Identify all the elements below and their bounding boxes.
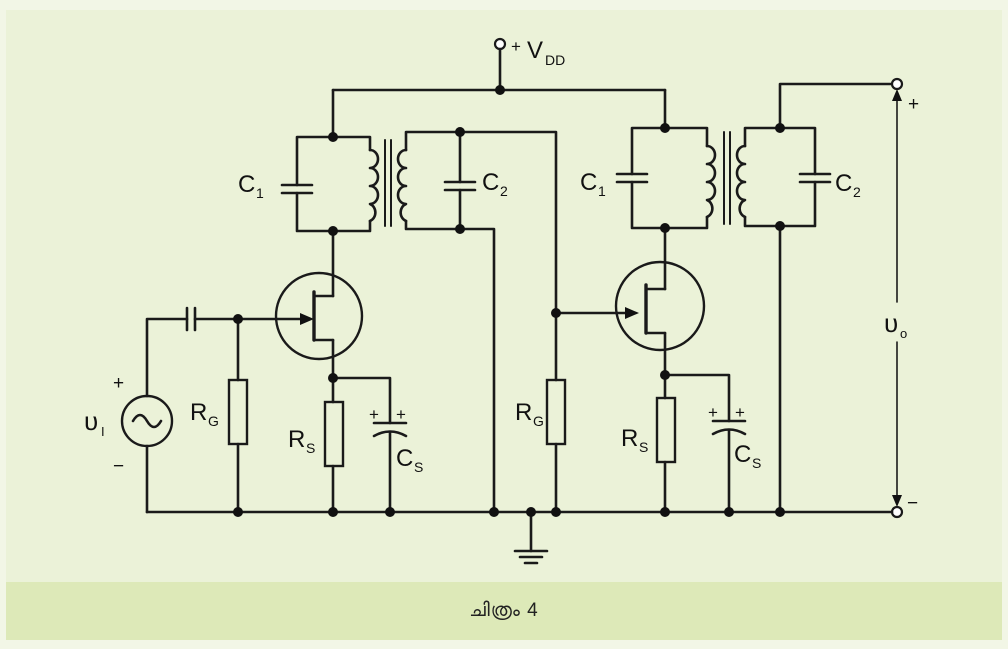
stage2-primary-tank: C 1 <box>580 126 717 230</box>
ground-bus <box>145 510 894 565</box>
c1-label-stage2: C <box>580 169 597 196</box>
stage1-transformer-core <box>384 139 392 227</box>
stage2-gate-input <box>554 307 639 319</box>
svg-text:+: + <box>113 373 124 394</box>
svg-text:1: 1 <box>598 183 606 199</box>
svg-text:−: − <box>907 493 918 514</box>
vdd-label: V <box>527 37 543 64</box>
stage1-jfet <box>236 229 364 380</box>
supply-rail <box>331 88 667 139</box>
svg-text:C: C <box>396 445 413 472</box>
figure-caption: ചിത്രം 4 <box>469 600 539 621</box>
svg-text:S: S <box>306 440 315 456</box>
stage1-gate-resistor: R G <box>190 317 249 514</box>
svg-text:2: 2 <box>500 183 508 199</box>
vdd-subscript: DD <box>545 52 565 68</box>
svg-text:1: 1 <box>256 185 264 201</box>
svg-text:R: R <box>621 425 638 452</box>
svg-text:S: S <box>414 459 423 475</box>
svg-text:R: R <box>515 399 532 426</box>
junction-dots <box>233 85 785 517</box>
c2-label-stage1: C <box>482 169 499 196</box>
svg-text:+: + <box>369 405 379 424</box>
stage2-source-resistor: R S <box>621 373 677 514</box>
output-terminals: + − υ o <box>884 77 919 519</box>
c1-label-stage1: C <box>238 171 255 198</box>
svg-text:S: S <box>639 439 648 455</box>
stage2-jfet <box>614 226 706 377</box>
svg-text:+: + <box>708 403 718 422</box>
stage2-secondary-tank: C 2 <box>735 82 895 514</box>
two-stage-amplifier-circuit: + V DD C 1 <box>84 37 919 565</box>
stage2-transformer-core <box>723 131 731 225</box>
svg-text:R: R <box>190 399 207 426</box>
stage1-source-resistor: R S <box>288 376 345 514</box>
svg-text:G: G <box>533 413 544 429</box>
vdd-supply: + V DD <box>493 37 565 92</box>
c2-label-stage2: C <box>835 170 852 197</box>
stage1-secondary-tank: C 2 <box>396 130 558 514</box>
svg-text:2: 2 <box>853 184 861 200</box>
svg-text:C: C <box>734 441 751 468</box>
svg-text:R: R <box>288 426 305 453</box>
svg-text:+: + <box>735 403 745 422</box>
svg-text:−: − <box>113 456 124 477</box>
output-voltage-label: υ <box>884 308 898 338</box>
caption-bar: ചിത്രം 4 <box>6 582 1002 640</box>
svg-text:I: I <box>101 424 105 439</box>
svg-text:S: S <box>752 455 761 471</box>
stage2-bypass-capacitor: + + C S <box>663 373 761 514</box>
stage1-primary-tank: C 1 <box>238 135 380 233</box>
svg-text:+: + <box>908 94 919 115</box>
input-coupling-capacitor <box>145 306 240 398</box>
input-signal-source: + − υ I <box>84 373 174 514</box>
stage2-gate-resistor: R G <box>515 311 567 514</box>
svg-text:o: o <box>900 326 907 341</box>
svg-text:+: + <box>396 405 406 424</box>
diagram-panel <box>6 10 1002 582</box>
vdd-plus-sign: + <box>511 37 521 56</box>
svg-text:G: G <box>208 413 219 429</box>
stage1-bypass-capacitor: + + C S <box>331 376 423 514</box>
input-voltage-label: υ <box>84 406 98 436</box>
